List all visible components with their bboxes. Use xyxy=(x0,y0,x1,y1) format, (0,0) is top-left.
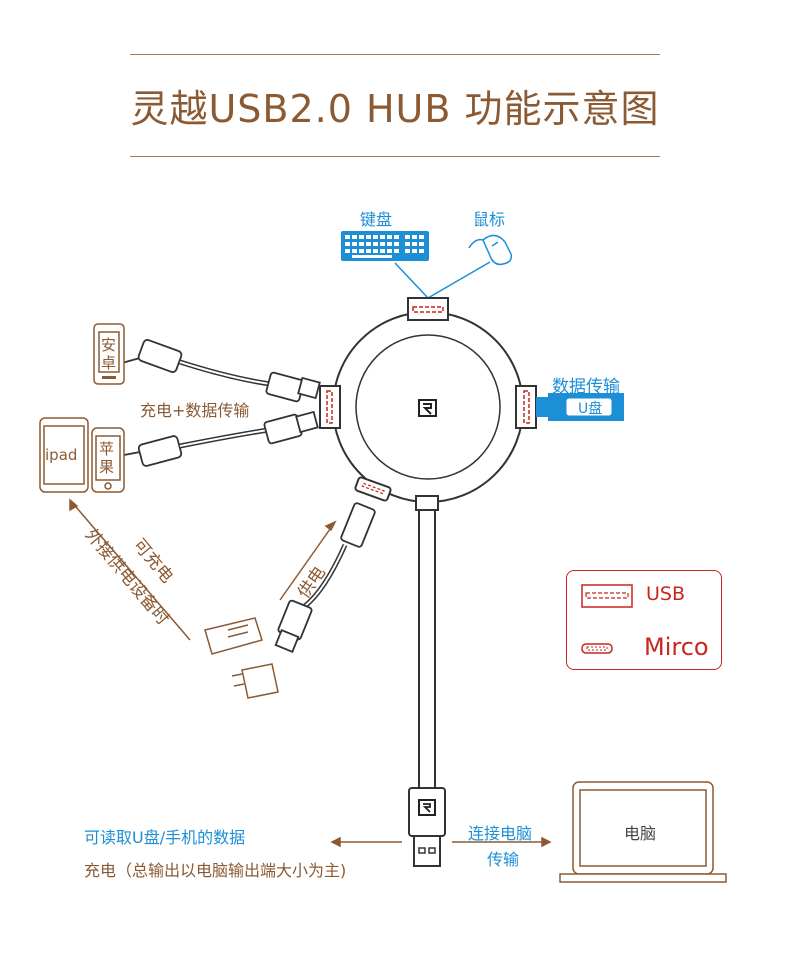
connect-pc-label: 连接电脑 xyxy=(468,824,533,843)
power-cable xyxy=(274,502,376,653)
legend-usb-icon xyxy=(581,584,633,608)
udisk-icon xyxy=(536,393,624,421)
top-rule xyxy=(130,54,660,55)
charge-note-label: 充电（总输出以电脑输出端大小为主) xyxy=(84,861,347,880)
android-label-line2: 卓 xyxy=(101,354,117,372)
legend-micro-label: Mirco xyxy=(644,633,709,661)
data-transfer-label: 数据传输 xyxy=(552,377,620,397)
mouse-label: 鼠标 xyxy=(473,210,506,229)
hub-cable-strain xyxy=(415,495,439,511)
iphone-icon xyxy=(91,427,125,493)
remax-logo xyxy=(418,399,437,417)
charge-arrow xyxy=(69,498,191,641)
read-udisk-label: 可读取U盘/手机的数据 xyxy=(84,828,246,847)
power-bank-icon xyxy=(204,617,263,655)
mouse-connector-line xyxy=(427,261,491,299)
usb-port-right xyxy=(515,385,537,429)
ipad-label: ipad xyxy=(45,446,78,464)
apple-label-line2: 果 xyxy=(99,458,115,476)
micro-usb-port xyxy=(354,476,392,502)
hub-body xyxy=(332,311,524,503)
keyboard-icon xyxy=(341,231,429,261)
udisk-label: U盘 xyxy=(578,401,603,417)
apple-cable xyxy=(123,410,319,467)
keyboard-label: 键盘 xyxy=(360,210,393,229)
legend-usb-label: USB xyxy=(646,583,686,605)
page-title: 灵越USB2.0 HUB 功能示意图 xyxy=(130,87,660,131)
computer-label: 电脑 xyxy=(624,824,657,843)
android-cable xyxy=(121,339,321,403)
usb-port-top xyxy=(407,297,449,321)
android-label-line1: 安 xyxy=(101,336,117,354)
keyboard-connector-line xyxy=(394,262,429,299)
ipad-icon xyxy=(39,417,89,493)
apple-label-line1: 苹 xyxy=(99,440,115,458)
right-pc-arrow xyxy=(452,836,552,848)
main-usb-plug xyxy=(408,787,446,867)
bottom-rule xyxy=(130,156,660,157)
charge-data-label: 充电+数据传输 xyxy=(140,401,250,420)
mouse-icon xyxy=(468,234,513,266)
wall-adapter-icon xyxy=(231,663,279,699)
legend-micro-icon xyxy=(581,643,613,654)
laptop-icon xyxy=(559,781,727,883)
android-phone-icon xyxy=(93,323,125,385)
power-arrow xyxy=(279,520,337,601)
hub-main-cable xyxy=(418,510,436,790)
usb-port-left xyxy=(319,385,341,429)
transfer-label: 传输 xyxy=(487,850,520,869)
legend-box xyxy=(566,570,722,670)
left-output-arrow xyxy=(330,836,402,848)
